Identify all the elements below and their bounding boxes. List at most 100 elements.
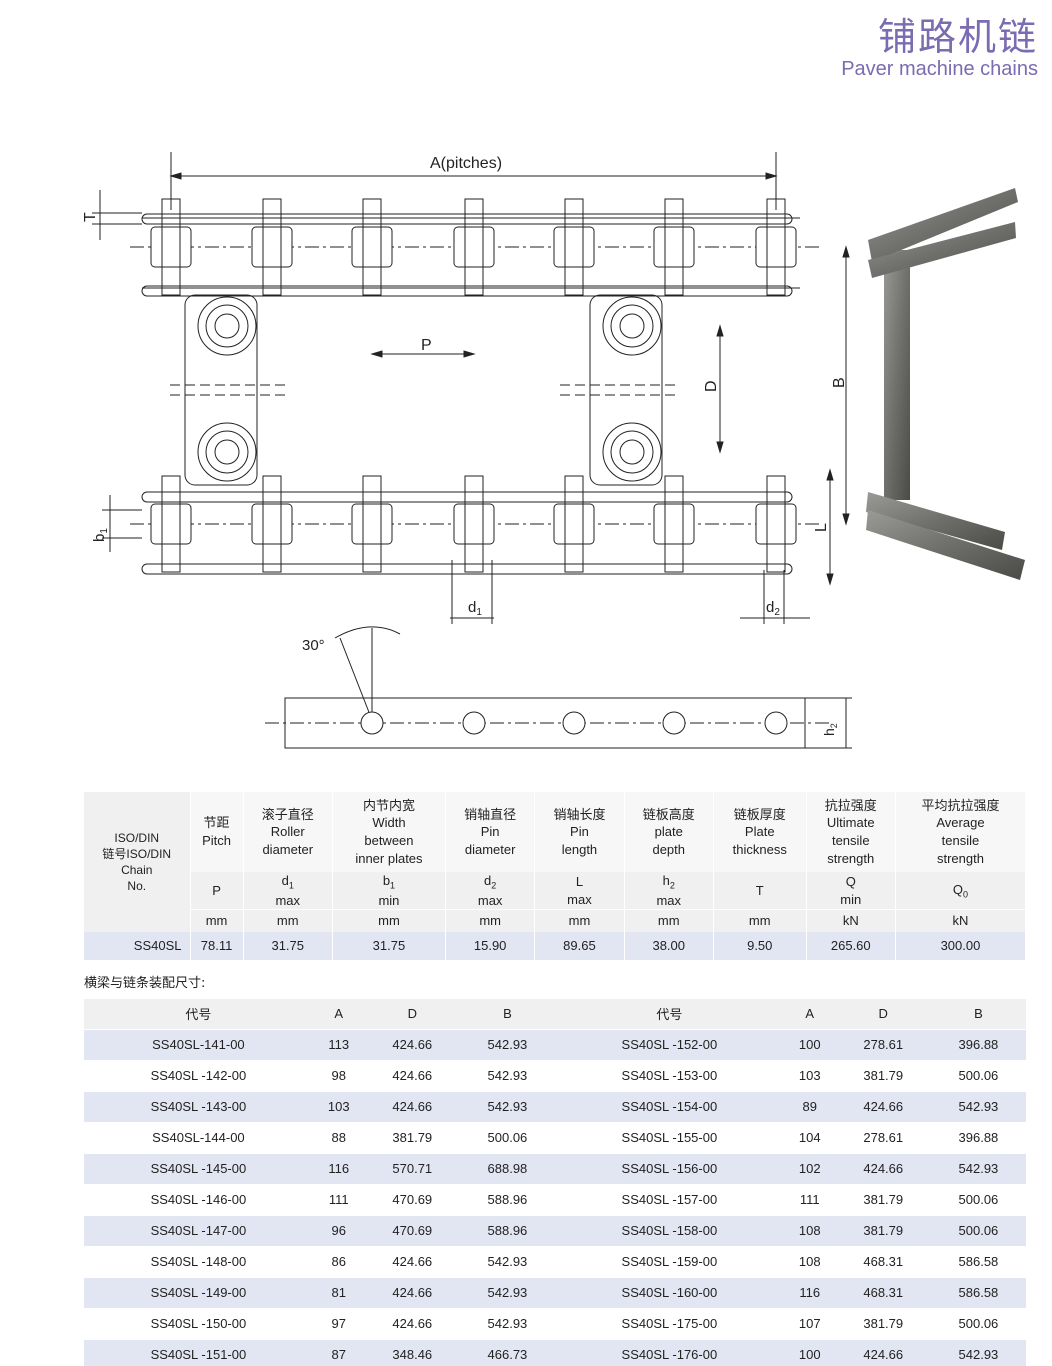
dim-angle: 30° <box>302 637 325 654</box>
table-cell: SS40SL -176-00 <box>554 1339 784 1366</box>
table-cell: 586.58 <box>930 1277 1026 1309</box>
table-cell: SS40SL -175-00 <box>554 1308 784 1340</box>
chain-roller <box>150 226 192 268</box>
table-cell: 542.93 <box>459 1029 555 1061</box>
table-cell: 542.93 <box>459 1060 555 1092</box>
chain-roller <box>553 226 595 268</box>
chain-roller <box>251 226 293 268</box>
chain-roller <box>351 503 393 545</box>
side-pin-hole <box>462 711 486 735</box>
table-cell: 542.93 <box>930 1153 1026 1185</box>
chain-pin <box>464 475 484 573</box>
chain-pin <box>664 198 684 296</box>
page-title-en: Paver machine chains <box>841 58 1038 80</box>
chain-roller <box>251 503 293 545</box>
spec-column-symbol: P <box>190 872 244 911</box>
table-cell: SS40SL-141-00 <box>84 1029 313 1061</box>
chain-pin <box>362 198 382 296</box>
table-cell: 500.06 <box>459 1122 555 1154</box>
table-cell: 108 <box>783 1246 836 1278</box>
chain-roller <box>453 226 495 268</box>
table-cell: 424.66 <box>364 1308 460 1340</box>
table-cell: 102 <box>783 1153 836 1185</box>
spec-column-unit: kN <box>806 909 896 932</box>
table-cell: 542.93 <box>459 1246 555 1278</box>
table-cell: 103 <box>783 1060 836 1092</box>
table-cell: SS40SL -150-00 <box>84 1308 313 1340</box>
spec-value: 38.00 <box>624 931 714 960</box>
chain-roller <box>453 503 495 545</box>
table-cell: 87 <box>312 1339 365 1366</box>
table-cell: 424.66 <box>364 1091 460 1123</box>
table-cell: 424.66 <box>835 1339 931 1366</box>
table-cell: 96 <box>312 1215 365 1247</box>
spec-chain-value: SS40SL <box>84 931 191 960</box>
table-cell: 97 <box>312 1308 365 1340</box>
spec-value: 78.11 <box>190 931 244 960</box>
chain-roller <box>553 503 595 545</box>
spec-column-symbol: T <box>713 872 807 911</box>
table-cell: 468.31 <box>835 1246 931 1278</box>
table-cell: SS40SL -159-00 <box>554 1246 784 1278</box>
table-cell: 586.58 <box>930 1246 1026 1278</box>
spec-column-unit: kN <box>895 909 1027 932</box>
assembly-column-header: B <box>459 999 555 1030</box>
table-cell: SS40SL -160-00 <box>554 1277 784 1309</box>
table-cell: SS40SL -148-00 <box>84 1246 313 1278</box>
table-cell: 424.66 <box>835 1091 931 1123</box>
side-pin-hole <box>562 711 586 735</box>
dim-d: D <box>703 380 720 392</box>
dim-a-pitches: A(pitches) <box>430 155 502 172</box>
dim-d1: d1 <box>468 599 482 618</box>
table-cell: SS40SL -142-00 <box>84 1060 313 1092</box>
chain-photo <box>866 188 1025 580</box>
table-cell: 500.06 <box>930 1215 1026 1247</box>
spec-value: 300.00 <box>895 931 1027 960</box>
dim-d2: d2 <box>766 599 780 618</box>
chain-roller <box>351 226 393 268</box>
table-cell: 470.69 <box>364 1215 460 1247</box>
table-cell: 278.61 <box>835 1029 931 1061</box>
table-cell: 424.66 <box>364 1029 460 1061</box>
table-cell: 468.31 <box>835 1277 931 1309</box>
chain-pin <box>464 198 484 296</box>
table-cell: 396.88 <box>930 1029 1026 1061</box>
table-cell: 100 <box>783 1339 836 1366</box>
assembly-caption: 横梁与链条装配尺寸: <box>84 976 206 991</box>
spec-value: 89.65 <box>534 931 625 960</box>
table-cell: SS40SL -151-00 <box>84 1339 313 1366</box>
chain-roller <box>653 503 695 545</box>
table-cell: SS40SL -157-00 <box>554 1184 784 1216</box>
table-cell: 111 <box>312 1184 365 1216</box>
table-cell: 116 <box>783 1277 836 1309</box>
table-cell: 396.88 <box>930 1122 1026 1154</box>
table-cell: 542.93 <box>459 1277 555 1309</box>
table-cell: 381.79 <box>364 1122 460 1154</box>
table-cell: 542.93 <box>930 1339 1026 1366</box>
assembly-column-header: A <box>312 999 365 1030</box>
table-cell: 424.66 <box>364 1277 460 1309</box>
assembly-column-header: A <box>783 999 836 1030</box>
table-cell: 588.96 <box>459 1215 555 1247</box>
table-cell: SS40SL -154-00 <box>554 1091 784 1123</box>
table-cell: 348.46 <box>364 1339 460 1366</box>
table-cell: 81 <box>312 1277 365 1309</box>
